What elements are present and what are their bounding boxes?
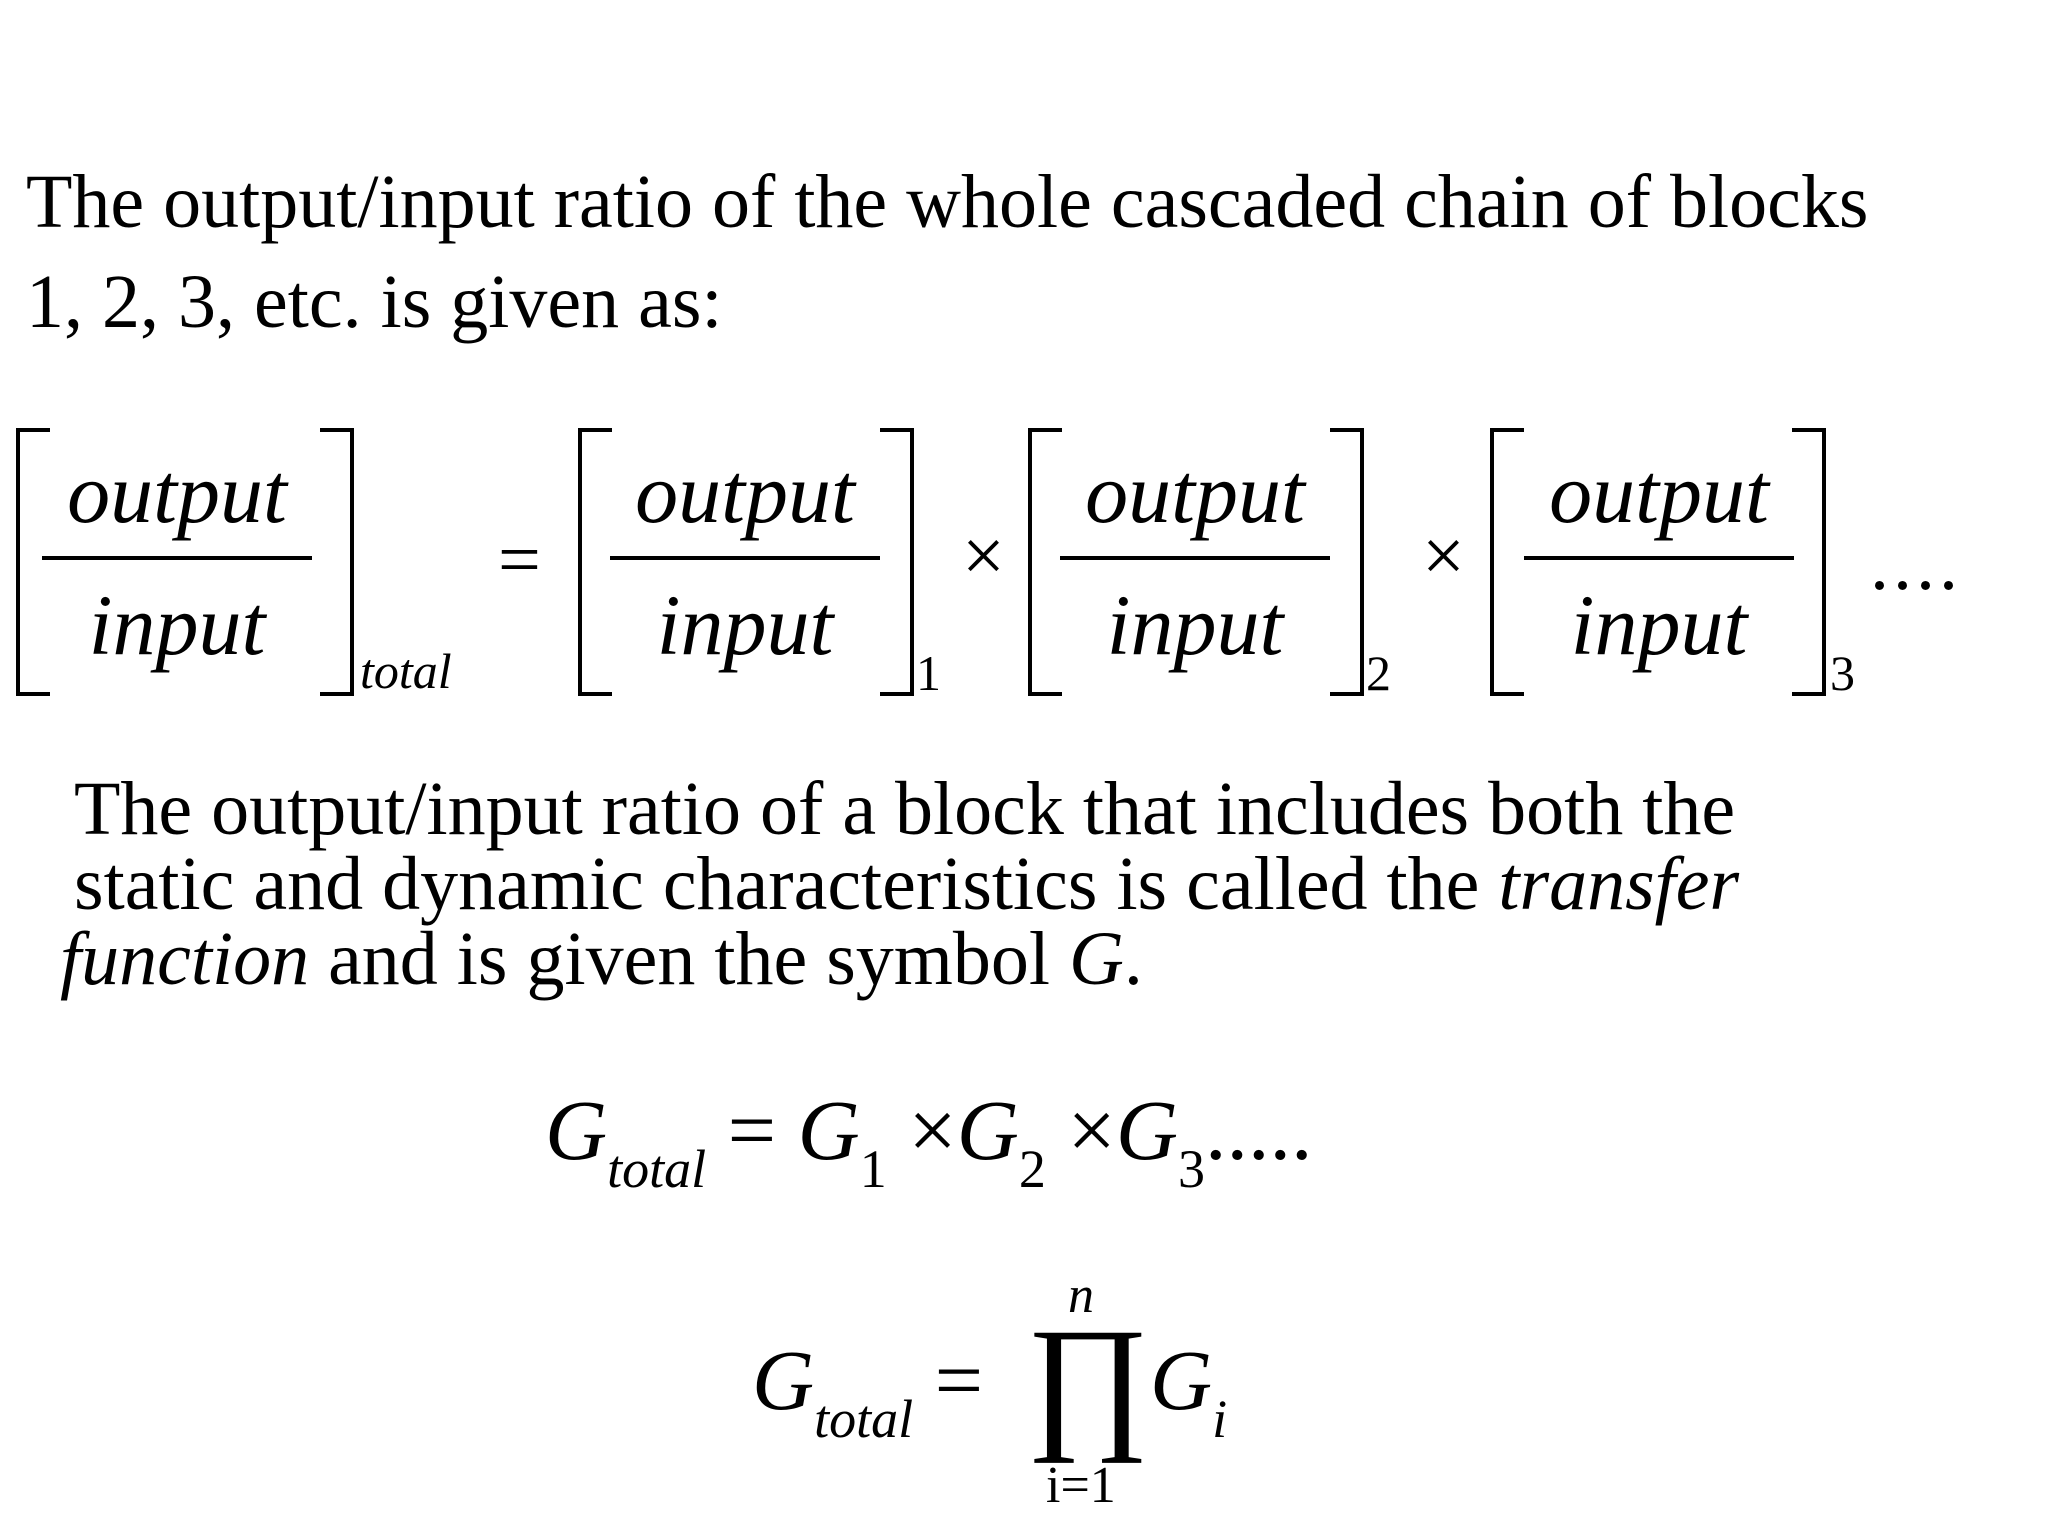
numerator: output <box>1085 445 1305 541</box>
definition-line-1: The output/input ratio of a block that i… <box>74 767 1736 851</box>
subscript-2: 2 <box>1366 645 1391 701</box>
subscript-total: total <box>814 1389 914 1449</box>
definition-line-3-text: and is given the symbol <box>309 917 1070 1001</box>
left-bracket-total <box>16 428 50 696</box>
times-sign-1: × <box>962 514 1005 598</box>
fraction-total: output input <box>42 438 312 680</box>
fraction-bar <box>1060 556 1330 560</box>
upper-limit: n <box>1068 1267 1094 1324</box>
right-bracket-3 <box>1792 428 1826 696</box>
subscript-3: 3 <box>1178 1139 1205 1199</box>
right-bracket-2 <box>1330 428 1364 696</box>
denominator: input <box>1570 577 1748 673</box>
subscript-2: 2 <box>1018 1139 1046 1199</box>
times-sign: × <box>908 1082 957 1178</box>
definition-line-2-text: static and dynamic characteristics is ca… <box>74 842 1499 926</box>
equals-sign: = <box>934 1332 984 1428</box>
denominator: input <box>1106 577 1284 673</box>
numerator: output <box>67 445 287 541</box>
equals-sign: = <box>727 1082 777 1178</box>
pi-equation-left: Gtotal = <box>752 1330 984 1449</box>
subscript-1: 1 <box>916 645 941 701</box>
times-sign: × <box>1067 1082 1116 1178</box>
equals-sign: = <box>498 518 541 602</box>
continuation-dots: ..... <box>1205 1082 1313 1178</box>
times-sign-2: × <box>1422 514 1465 598</box>
lower-limit: i=1 <box>1046 1457 1116 1514</box>
definition-line-3: function and is given the symbol G. <box>60 921 1974 997</box>
subscript-i: i <box>1212 1389 1228 1449</box>
fraction-bar <box>42 556 312 560</box>
g-symbol: G <box>752 1332 815 1428</box>
fraction-bar <box>1524 556 1794 560</box>
term-function: function <box>60 917 310 1001</box>
fraction-1: output input <box>610 438 880 680</box>
fraction-3: output input <box>1524 438 1794 680</box>
intro-paragraph: The output/input ratio of the whole casc… <box>26 152 2016 352</box>
fraction-2: output input <box>1060 438 1330 680</box>
g-symbol: G <box>545 1082 608 1178</box>
g-symbol: G <box>1150 1332 1213 1428</box>
definition-line-3-end: . <box>1123 917 1143 1001</box>
left-bracket-3 <box>1490 428 1524 696</box>
denominator: input <box>656 577 834 673</box>
product-symbol: ∏ <box>1026 1298 1150 1464</box>
numerator: output <box>1549 445 1769 541</box>
product-equation: Gtotal = G1 ×G2 ×G3..... <box>545 1080 1313 1199</box>
fraction-bar <box>610 556 880 560</box>
definition-paragraph: The output/input ratio of a block that i… <box>60 767 1974 997</box>
left-bracket-1 <box>578 428 612 696</box>
right-bracket-1 <box>880 428 914 696</box>
definition-line-2: static and dynamic characteristics is ca… <box>74 846 1974 922</box>
subscript-1: 1 <box>859 1139 887 1199</box>
subscript-total: total <box>607 1139 707 1199</box>
subscript-3: 3 <box>1830 645 1855 701</box>
subscript-total: total <box>360 643 452 699</box>
g-symbol: G <box>956 1082 1019 1178</box>
pi-equation-right: Gi <box>1150 1330 1227 1449</box>
left-bracket-2 <box>1028 428 1062 696</box>
intro-line-2: 1, 2, 3, etc. is given as: <box>26 260 723 344</box>
continuation-dots: .... <box>1870 522 1962 606</box>
g-symbol: G <box>1115 1082 1178 1178</box>
intro-line-1: The output/input ratio of the whole casc… <box>26 160 1869 244</box>
numerator: output <box>635 445 855 541</box>
denominator: input <box>88 577 266 673</box>
symbol-g: G <box>1069 917 1124 1001</box>
right-bracket-total <box>320 428 354 696</box>
term-transfer: transfer <box>1498 842 1740 926</box>
g-symbol: G <box>797 1082 860 1178</box>
